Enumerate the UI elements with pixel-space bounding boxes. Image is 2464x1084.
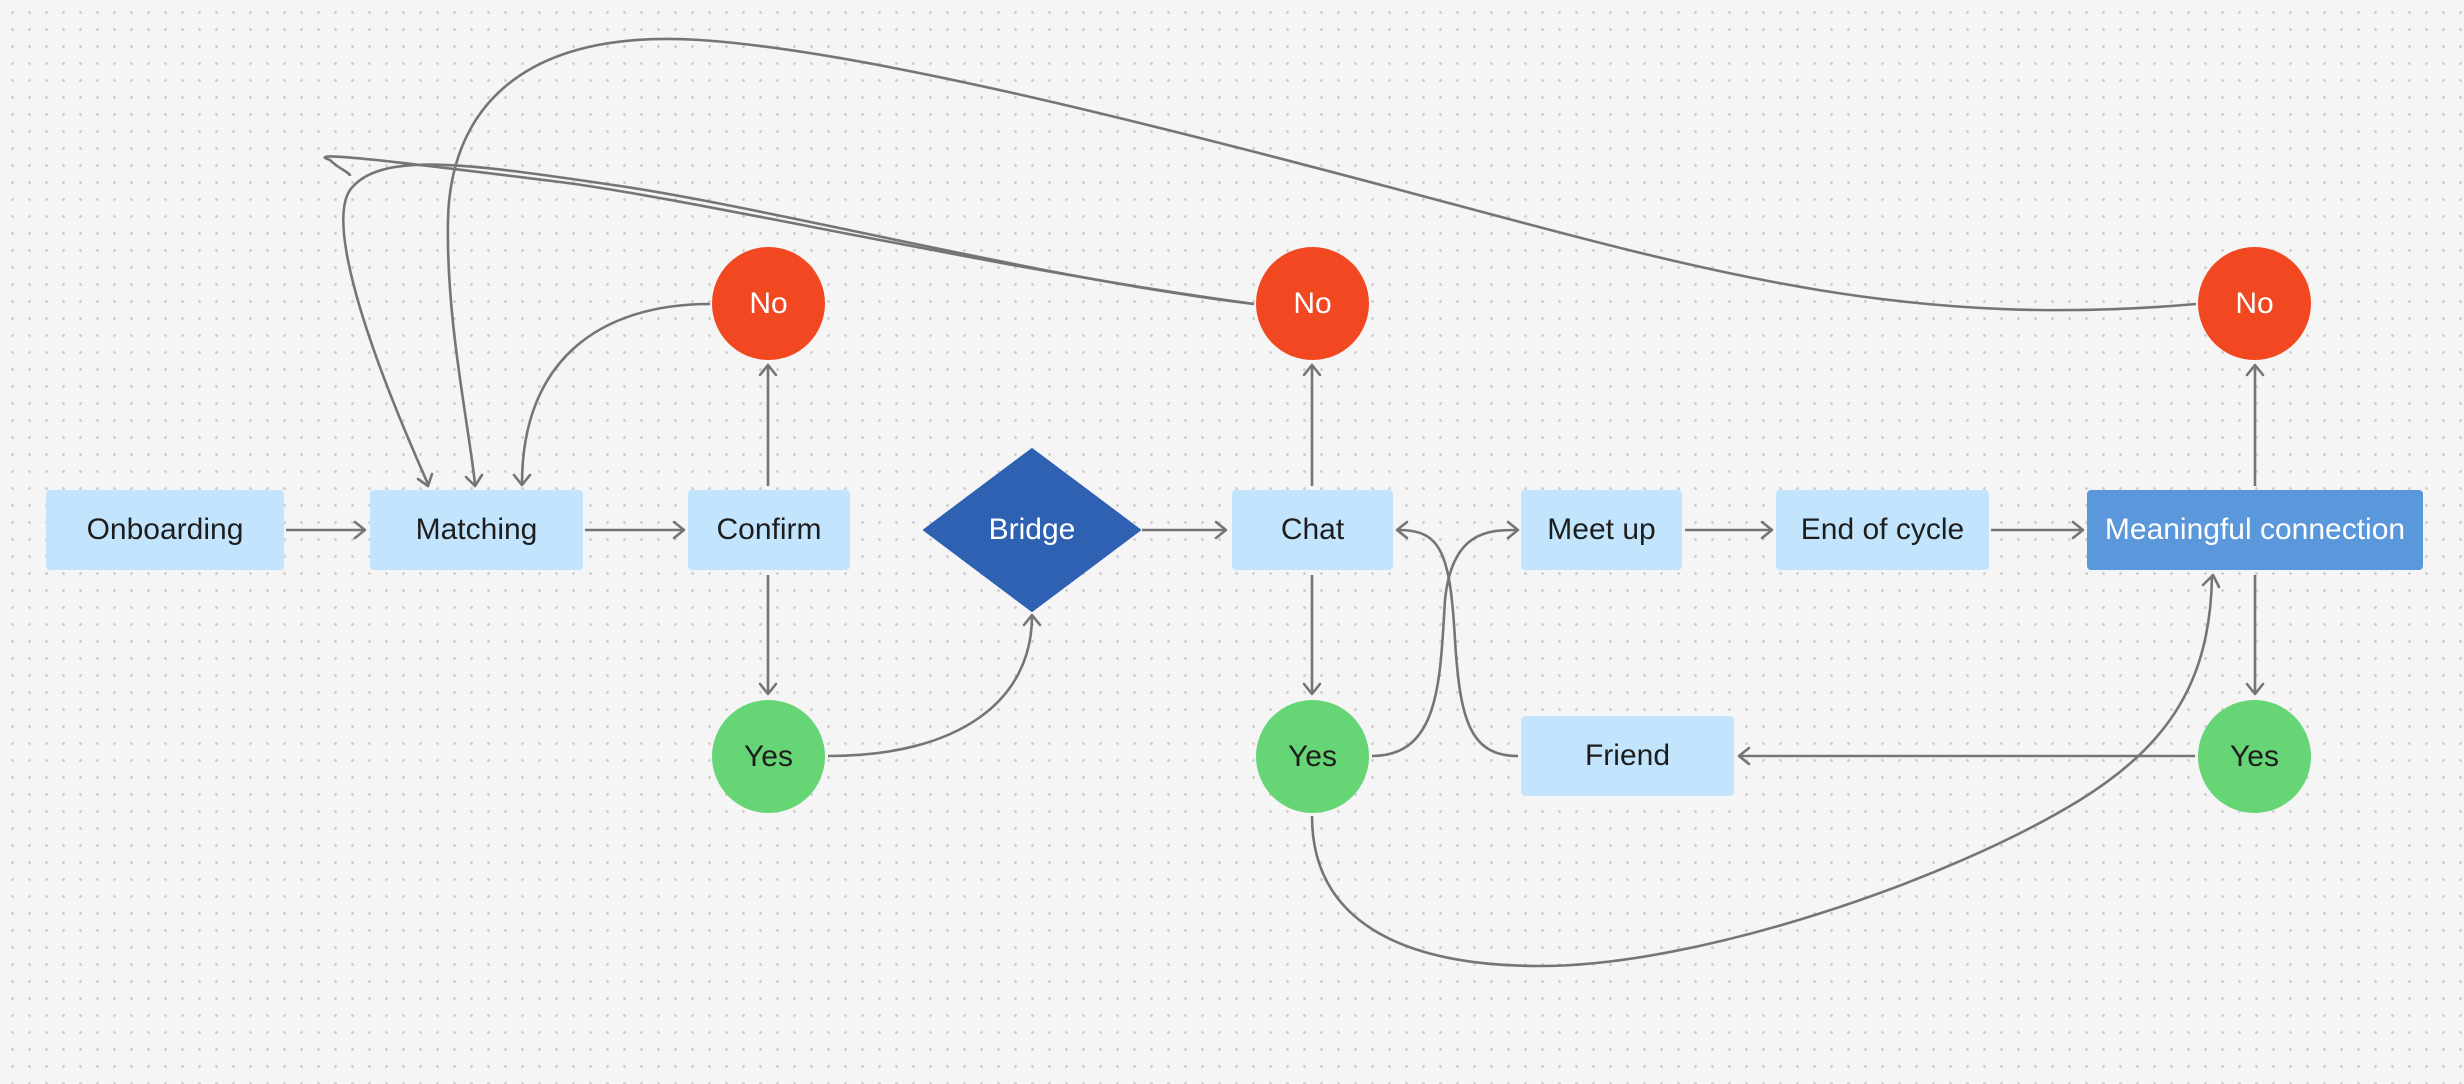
node-onboarding-label: Onboarding: [86, 513, 244, 546]
node-confirm-yes[interactable]: Yes: [712, 700, 825, 813]
edge-chat-yes-meet-up-arrowhead: [1506, 520, 1520, 540]
edge-meet-up-end-of-cycle-arrowhead: [1760, 520, 1774, 540]
edge-chat-yes-connection: [1310, 576, 2214, 968]
edge-confirm-yes-arrowhead: [758, 682, 778, 696]
node-confirm-label: Confirm: [716, 513, 822, 546]
edge-end-of-cycle-connection-arrowhead: [2071, 520, 2085, 540]
node-connection-no-label: No: [2235, 286, 2274, 320]
edge-connection-no-matching-arrowhead: [464, 473, 484, 488]
node-matching-label: Matching: [415, 513, 538, 546]
node-connection-no[interactable]: No: [2198, 247, 2311, 360]
edge-confirm-yes-bridge-arrowhead: [1022, 613, 1042, 627]
node-matching[interactable]: Matching: [370, 490, 583, 570]
node-confirm-yes-label: Yes: [744, 739, 793, 773]
edge-friend-chat-arrowhead: [1395, 520, 1409, 540]
node-chat-label: Chat: [1280, 513, 1345, 546]
node-meet-up[interactable]: Meet up: [1521, 490, 1682, 570]
edge-friend-chat: [1397, 528, 1519, 758]
edge-chat-yes-arrowhead: [1302, 682, 1322, 696]
edge-connection-yes-friend-arrowhead: [1737, 746, 1751, 766]
edge-confirm-yes-bridge: [827, 615, 1034, 758]
node-connection-yes-label: Yes: [2230, 739, 2279, 773]
node-chat-no[interactable]: No: [1256, 247, 1369, 360]
node-chat-no-label: No: [1293, 286, 1332, 320]
node-chat[interactable]: Chat: [1232, 490, 1393, 570]
edge-chat-no-matching-loop: [342, 163, 1255, 485]
edge-confirm-no-matching: [520, 302, 711, 485]
edge-connection-yes-arrowhead: [2245, 682, 2265, 696]
node-connection-yes[interactable]: Yes: [2198, 700, 2311, 813]
edge-connection-no-arrowhead: [2245, 363, 2265, 377]
node-meaningful-connection[interactable]: Meaningful connection: [2087, 490, 2423, 570]
node-onboarding[interactable]: Onboarding: [46, 490, 284, 570]
edge-confirm-no-matching-arrowhead: [512, 473, 532, 487]
edge-connection-no-matching: [446, 37, 2197, 485]
edge-chat-yes-meet-up: [1371, 528, 1518, 758]
node-confirm[interactable]: Confirm: [688, 490, 850, 570]
edge-onboarding-matching-arrowhead: [353, 520, 367, 540]
edge-chat-no-matching: [323, 155, 1255, 306]
node-confirm-no[interactable]: No: [712, 247, 825, 360]
node-confirm-no-label: No: [749, 286, 788, 320]
edge-chat-no-arrowhead: [1302, 363, 1322, 377]
node-friend[interactable]: Friend: [1521, 716, 1734, 796]
node-chat-yes[interactable]: Yes: [1256, 700, 1369, 813]
edge-confirm-no-arrowhead: [758, 363, 778, 377]
node-bridge[interactable]: Bridge: [934, 490, 1130, 570]
edge-matching-confirm-arrowhead: [672, 520, 686, 540]
node-meet-up-label: Meet up: [1547, 513, 1656, 546]
edge-chat-no-matching-loop-arrowhead: [416, 472, 434, 488]
bridge-diamond-shape[interactable]: [923, 448, 1141, 612]
node-bridge-label: Bridge: [988, 513, 1076, 546]
edge-bridge-chat-arrowhead: [1214, 520, 1228, 540]
node-end-of-cycle[interactable]: End of cycle: [1776, 490, 1989, 570]
node-meaningful-connection-label: Meaningful connection: [2104, 513, 2406, 546]
node-end-of-cycle-label: End of cycle: [1800, 513, 1965, 546]
node-friend-label: Friend: [1584, 739, 1671, 772]
edge-chat-yes-connection-arrowhead: [2201, 573, 2221, 589]
node-chat-yes-label: Yes: [1288, 739, 1337, 773]
